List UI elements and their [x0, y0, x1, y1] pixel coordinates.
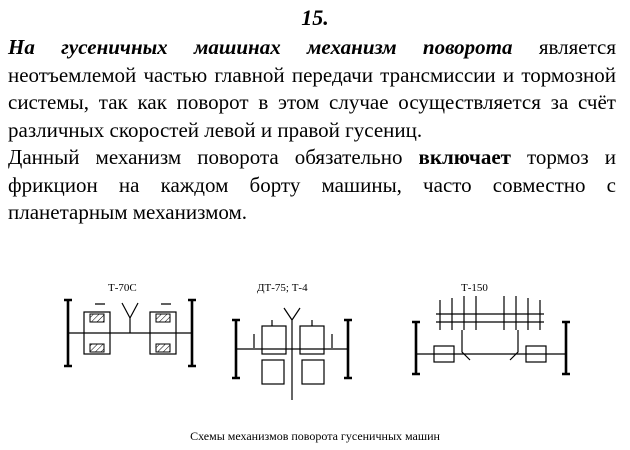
- schematic-t70c: [64, 298, 196, 368]
- body-text: На гусеничных машинах механизм поворота …: [8, 34, 616, 227]
- paragraph-1-rest: является неотъемлемой частью главной пер…: [8, 35, 617, 142]
- paragraph-2-emphasis: включает: [418, 145, 511, 169]
- paragraph-2-start: Данный механизм поворота обязательно: [8, 145, 419, 169]
- slide-number: 15.: [301, 5, 329, 30]
- diagram-label-t150: Т-150: [461, 282, 488, 294]
- schematic-dt75: [232, 307, 352, 400]
- paragraph-2-end: тормоз и фрикцион на каждом борту машины…: [8, 145, 616, 224]
- diagram-label-dt75: ДТ-75; Т-4: [257, 282, 308, 294]
- paragraph-2: Данный механизм поворота обязательно вкл…: [8, 144, 616, 227]
- paragraph-1: На гусеничных машинах механизм поворота …: [8, 34, 616, 144]
- figure-caption: Схемы механизмов поворота гусеничных маш…: [190, 429, 440, 443]
- paragraph-1-lead: На гусеничных машинах механизм поворота: [8, 35, 513, 59]
- schematic-t150: [412, 296, 570, 376]
- diagram-label-t70c: Т-70С: [108, 282, 137, 294]
